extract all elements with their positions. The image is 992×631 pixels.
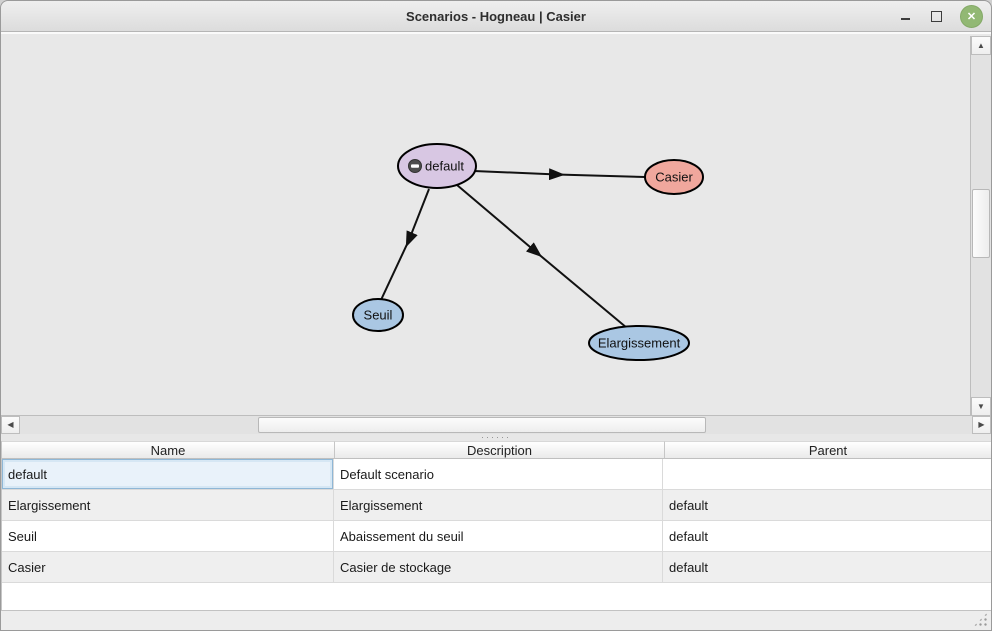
node-default-label: default xyxy=(425,159,464,174)
node-default[interactable]: default xyxy=(397,143,477,189)
current-scenario-icon-bar xyxy=(411,164,419,168)
cell-name-casier[interactable]: Casier xyxy=(2,552,334,582)
cell-description-casier[interactable]: Casier de stockage xyxy=(334,552,663,582)
node-elargissement-label: Elargissement xyxy=(598,336,681,351)
cell-name-elargissement[interactable]: Elargissement xyxy=(2,490,334,520)
node-seuil-label: Seuil xyxy=(364,308,393,323)
cell-parent-default[interactable] xyxy=(663,459,991,489)
titlebar[interactable]: Scenarios - Hogneau | Casier ✕ xyxy=(1,1,991,32)
scroll-left-icon: ◀ xyxy=(7,420,14,429)
column-header-description[interactable]: Description xyxy=(335,441,665,459)
column-header-parent[interactable]: Parent xyxy=(665,441,991,459)
scroll-right-button[interactable]: ▶ xyxy=(972,416,991,434)
cell-description-elargissement[interactable]: Elargissement xyxy=(334,490,663,520)
table-row: default Default scenario xyxy=(2,459,991,490)
table-row: Seuil Abaissement du seuil default xyxy=(2,521,991,552)
scenario-graph-canvas[interactable]: default Casier Seuil Elargissement xyxy=(1,36,971,416)
scroll-right-icon: ▶ xyxy=(978,420,985,429)
pane-splitter[interactable]: ······ xyxy=(1,432,991,441)
node-elargissement[interactable]: Elargissement xyxy=(588,325,690,361)
node-seuil[interactable]: Seuil xyxy=(352,298,404,332)
horizontal-scrollbar-thumb[interactable] xyxy=(258,417,706,433)
minimize-icon xyxy=(900,18,910,20)
resize-grip[interactable] xyxy=(973,612,988,627)
minimize-button[interactable] xyxy=(898,9,912,23)
scroll-up-icon: ▲ xyxy=(977,40,985,50)
scroll-down-button[interactable]: ▼ xyxy=(971,397,991,416)
window-controls: ✕ xyxy=(898,1,983,31)
vertical-scrollbar-track[interactable] xyxy=(971,55,991,397)
node-casier[interactable]: Casier xyxy=(644,159,704,195)
node-casier-label: Casier xyxy=(655,170,693,185)
scroll-up-button[interactable]: ▲ xyxy=(971,36,991,55)
edge-default-seuil xyxy=(380,188,430,301)
table-header: Name Description Parent xyxy=(2,441,991,459)
vertical-scrollbar: ▲ ▼ xyxy=(970,36,991,416)
table-row: Elargissement Elargissement default xyxy=(2,490,991,521)
edge-default-elargissement xyxy=(456,184,628,329)
table-empty-area[interactable] xyxy=(2,583,991,610)
maximize-icon xyxy=(930,11,942,22)
column-header-name[interactable]: Name xyxy=(2,441,335,459)
edge-default-casier xyxy=(473,168,646,181)
cell-description-seuil[interactable]: Abaissement du seuil xyxy=(334,521,663,551)
scroll-down-icon: ▼ xyxy=(977,401,985,411)
scenario-graph-pane: default Casier Seuil Elargissement ▲ xyxy=(1,32,991,434)
scenario-table: Name Description Parent default Default … xyxy=(1,441,991,610)
horizontal-scrollbar: ◀ ▶ xyxy=(1,415,991,434)
cell-parent-elargissement[interactable]: default xyxy=(669,497,709,513)
close-button[interactable]: ✕ xyxy=(960,4,983,28)
table-row: Casier Casier de stockage default xyxy=(2,552,991,583)
cell-parent-casier[interactable]: default xyxy=(669,559,709,575)
cell-name-default[interactable]: default xyxy=(2,459,334,489)
horizontal-scrollbar-track[interactable] xyxy=(20,416,972,434)
vertical-scrollbar-thumb[interactable] xyxy=(972,189,990,258)
cell-description-default[interactable]: Default scenario xyxy=(334,459,663,489)
window-title: Scenarios - Hogneau | Casier xyxy=(406,8,586,24)
status-bar xyxy=(1,610,991,630)
maximize-button[interactable] xyxy=(929,9,943,23)
close-icon: ✕ xyxy=(966,10,977,23)
cell-parent-seuil[interactable]: default xyxy=(669,528,709,544)
scroll-left-button[interactable]: ◀ xyxy=(1,416,20,434)
cell-name-seuil[interactable]: Seuil xyxy=(2,521,334,551)
